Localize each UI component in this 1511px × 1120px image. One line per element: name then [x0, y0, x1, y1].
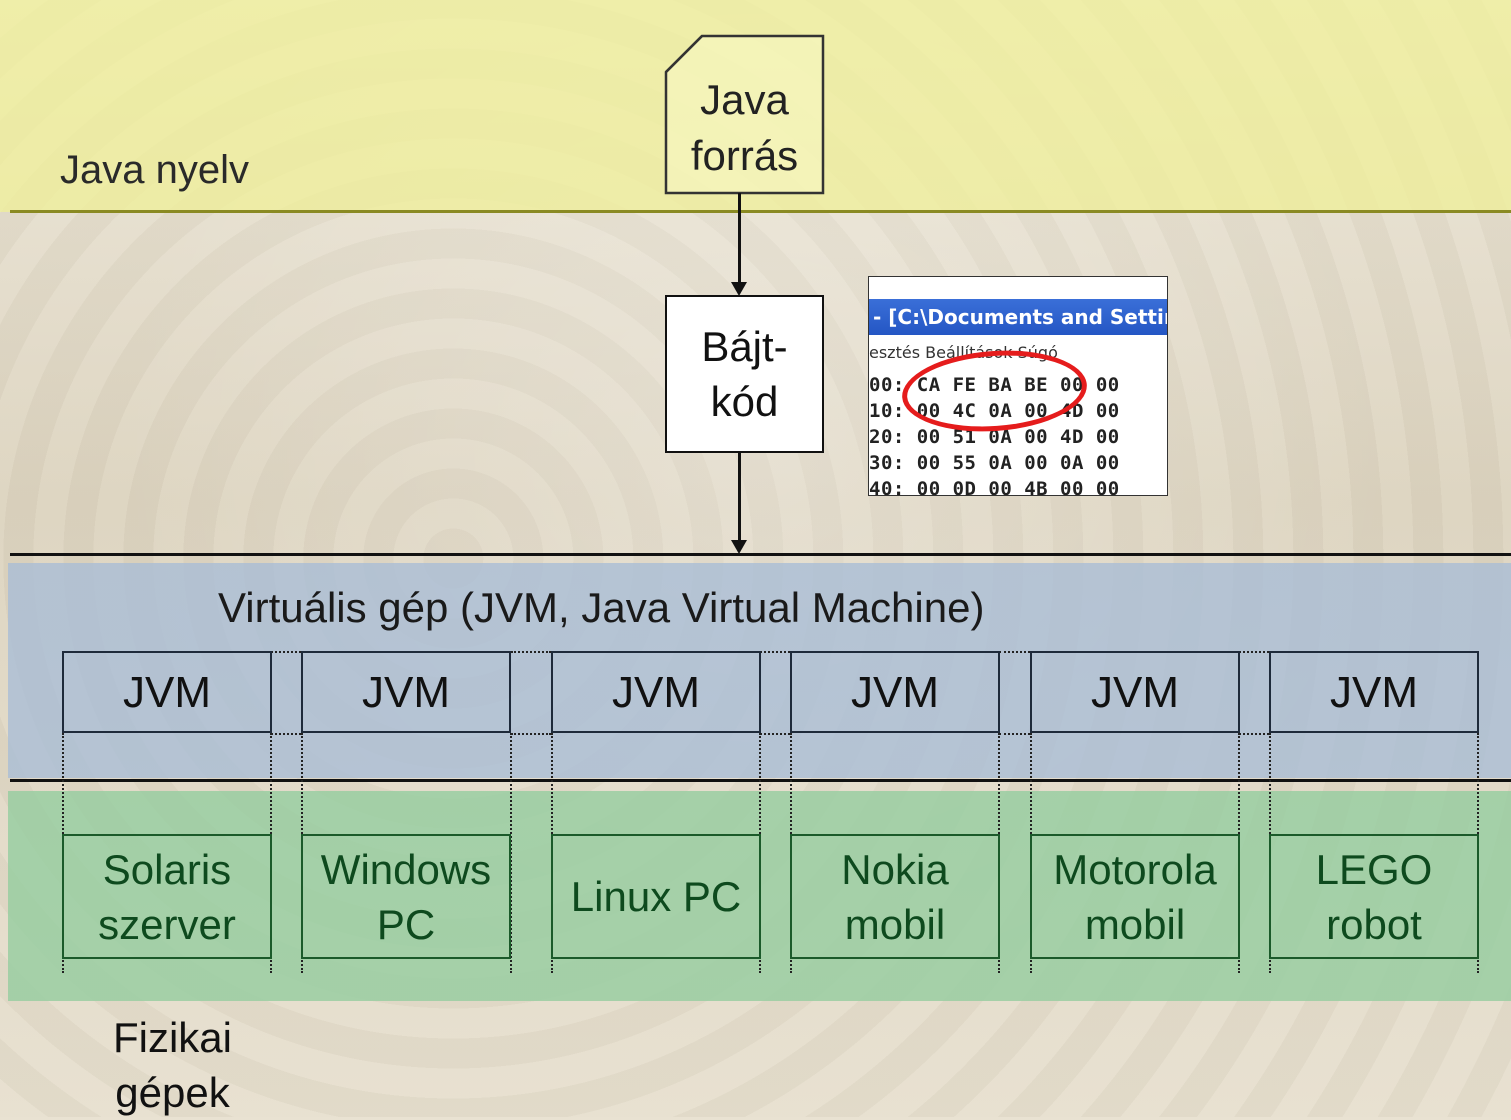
machine-line1: LEGO: [1315, 845, 1433, 893]
machine-line2: PC: [376, 900, 436, 948]
arrowhead-bytecode: [731, 282, 747, 296]
source-document-icon: [664, 34, 825, 195]
machine-line1: Solaris: [102, 845, 232, 893]
jvm-box-lego: JVM: [1269, 651, 1479, 733]
hex-editor-screenshot: - [C:\Documents and Setting esztés Beáll…: [868, 276, 1168, 496]
machine-line1: Motorola: [1053, 845, 1217, 893]
vm-layer-top-divider: [10, 553, 1511, 556]
machine-line1: Linux PC: [570, 873, 742, 920]
bytecode-line2: kód: [710, 378, 779, 425]
hex-row: 30: 00 55 0A 00 0A 00: [869, 452, 1120, 474]
machine-line2: szerver: [98, 900, 236, 948]
machine-line2: mobil: [844, 900, 946, 948]
jvm-connector: [271, 733, 301, 735]
machine-box-lego: LEGO robot: [1269, 834, 1479, 959]
jvm-box-nokia: JVM: [790, 651, 1000, 733]
machine-line2: mobil: [1084, 900, 1186, 948]
jvm-connector: [999, 733, 1030, 735]
jvm-connector: [760, 651, 790, 653]
hex-row: 40: 00 0D 00 4B 00 00: [869, 478, 1120, 496]
machine-box-nokia: Nokia mobil: [790, 834, 1000, 959]
hex-editor-menubar: esztés Beállítások Súgó: [869, 343, 1058, 362]
machine-box-linux: Linux PC: [551, 834, 761, 959]
jvm-connector: [1239, 733, 1269, 735]
jvm-connector: [760, 733, 790, 735]
hex-row: 00: CA FE BA BE 00 00: [869, 374, 1120, 396]
arrow-source-to-bytecode: [738, 193, 741, 285]
arrowhead-vm: [731, 540, 747, 554]
jvm-box-solaris: JVM: [62, 651, 272, 733]
source-document-line2: forrás: [690, 132, 799, 179]
jvm-box-windows: JVM: [301, 651, 511, 733]
machine-box-solaris: Solaris szerver: [62, 834, 272, 959]
jvm-connector: [511, 651, 551, 653]
source-document-label: Java forrás: [665, 72, 824, 184]
language-layer-divider: [10, 210, 1511, 213]
hex-editor-titlebar: - [C:\Documents and Setting: [869, 299, 1167, 335]
bytecode-line1: Bájt-: [701, 323, 788, 370]
vm-layer-title: Virtuális gép (JVM, Java Virtual Machine…: [218, 584, 985, 631]
jvm-connector: [271, 651, 301, 653]
jvm-connector: [511, 733, 551, 735]
source-document-line1: Java: [700, 76, 789, 123]
jvm-box-motorola: JVM: [1030, 651, 1240, 733]
physical-layer-label: Fizikai gépek: [112, 1014, 232, 1116]
jvm-box-linux: JVM: [551, 651, 761, 733]
machine-line2: robot: [1326, 900, 1422, 948]
jvm-connector: [1239, 651, 1269, 653]
bytecode-box: Bájt- kód: [665, 295, 824, 453]
hex-row: 10: 00 4C 0A 00 4D 00: [869, 400, 1120, 422]
machine-box-motorola: Motorola mobil: [1030, 834, 1240, 959]
jvm-connector: [999, 651, 1030, 653]
machine-line1: Windows: [320, 845, 492, 893]
machine-line1: Nokia: [841, 845, 949, 893]
hex-row: 20: 00 51 0A 00 4D 00: [869, 426, 1120, 448]
arrow-bytecode-to-vm: [738, 453, 741, 541]
language-layer-label: Java nyelv: [60, 148, 249, 192]
column-guide: [510, 733, 512, 973]
